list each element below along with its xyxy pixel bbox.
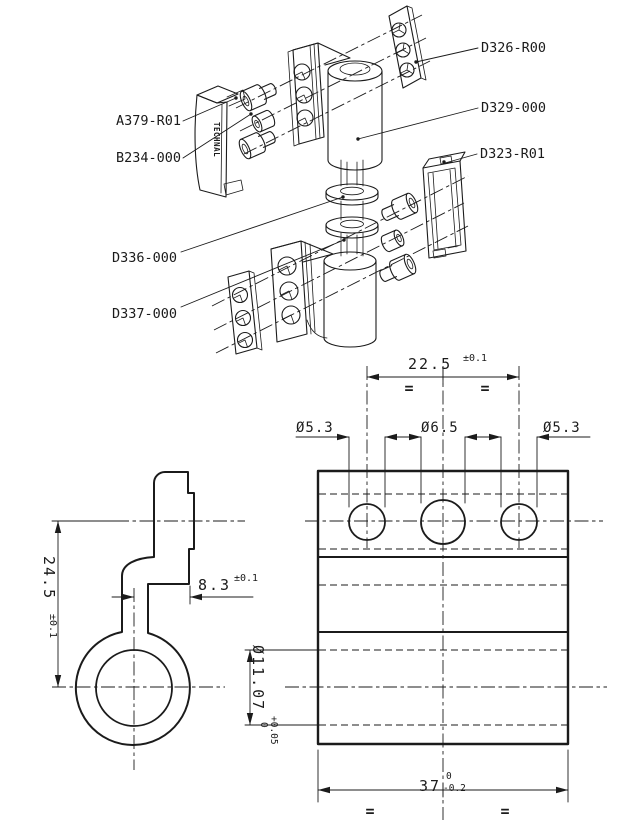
part-labels: A379-R01 B234-000 D326-R00 D329-000 D323… xyxy=(112,40,546,322)
bore-diameter-value: Ø11.07 xyxy=(249,645,267,711)
lower-hinge-cylinder xyxy=(323,251,377,348)
bracket-holes xyxy=(293,63,314,127)
profile-outline xyxy=(74,471,195,746)
bore-tolerance-upper: +0.05 xyxy=(268,716,279,745)
part-label-d329: D329-000 xyxy=(481,100,546,116)
bushing xyxy=(251,109,276,133)
lower-hinge-bracket xyxy=(270,240,334,343)
exploded-assembly-view: TECHNAL xyxy=(112,5,546,355)
socket-screw xyxy=(238,131,276,160)
height-dim-tolerance: ±0.1 xyxy=(47,614,58,638)
front-view-centerlines xyxy=(285,366,607,820)
hole-tangent-extension-lines xyxy=(348,436,538,508)
hole-spacing-dimension: 22.5 ±0.1 = = xyxy=(366,353,520,397)
screw-set-left xyxy=(238,83,277,160)
width-dim-value: 37 xyxy=(419,777,441,795)
part-label-d323: D323-R01 xyxy=(480,146,545,162)
hole-spacing-tolerance: ±0.1 xyxy=(463,353,487,364)
backing-plate-top-right xyxy=(388,5,427,89)
width-dimension: 37 0 -0.2 = = xyxy=(317,749,569,820)
width-tolerance-upper: 0 xyxy=(446,771,452,782)
screw-set-right xyxy=(379,192,419,282)
upper-hinge-bracket xyxy=(287,42,351,147)
equal-spacing-symbol-bottom-left: = xyxy=(365,802,374,820)
part-label-b234: B234-000 xyxy=(116,150,181,166)
side-profile-view: 24.5 ±0.1 8.3 ±0.1 xyxy=(40,471,258,770)
hole-spacing-value: 22.5 xyxy=(408,355,452,373)
part-cover-cap-right xyxy=(422,151,467,259)
leader-lines xyxy=(180,47,479,308)
socket-screw xyxy=(381,192,419,221)
hole-diameter-dimensions: Ø5.3 Ø6.5 Ø5.3 xyxy=(295,420,591,508)
upper-hinge-cylinder xyxy=(327,60,383,171)
bushing xyxy=(380,229,405,253)
assembly-axis-lines xyxy=(211,14,469,354)
bore-diameter-dimension: Ø11.07 +0.05 0 xyxy=(244,645,319,745)
part-cover-cap-left: TECHNAL xyxy=(194,85,246,198)
hole-diameter-left-label: Ø5.3 xyxy=(296,420,334,436)
part-label-d326: D326-R00 xyxy=(481,40,546,56)
part-label-a379: A379-R01 xyxy=(116,113,181,129)
height-dim-value: 24.5 xyxy=(40,556,58,600)
part-label-d336: D336-000 xyxy=(112,250,177,266)
backing-plate-bottom-left xyxy=(227,270,263,355)
offset-dim-tolerance: ±0.1 xyxy=(234,573,258,584)
width-tolerance-lower: -0.2 xyxy=(443,783,466,794)
part-label-d337: D337-000 xyxy=(112,306,177,322)
hole-diameter-right-label: Ø5.3 xyxy=(543,420,581,436)
offset-dimension: 8.3 ±0.1 xyxy=(111,573,258,605)
equal-spacing-symbol-bottom-right: = xyxy=(500,802,509,820)
side-view-centerlines xyxy=(51,520,245,770)
front-section-view: 22.5 ±0.1 = = Ø5.3 xyxy=(244,353,607,820)
height-dimension: 24.5 ±0.1 xyxy=(40,520,62,688)
hole-diameter-center-label: Ø6.5 xyxy=(421,420,459,436)
socket-screw xyxy=(379,253,417,282)
bore-tolerance-lower: 0 xyxy=(258,722,269,728)
bracket-holes xyxy=(277,256,301,325)
brand-logo-text: TECHNAL xyxy=(212,122,221,157)
pivot-shaft-and-washers xyxy=(325,159,379,257)
socket-screw xyxy=(239,83,277,112)
plate-holes xyxy=(231,286,254,349)
equal-spacing-symbol-left: = xyxy=(404,379,413,397)
plate-holes xyxy=(391,22,415,78)
offset-dim-value: 8.3 xyxy=(198,576,231,594)
equal-spacing-symbol-right: = xyxy=(480,379,489,397)
